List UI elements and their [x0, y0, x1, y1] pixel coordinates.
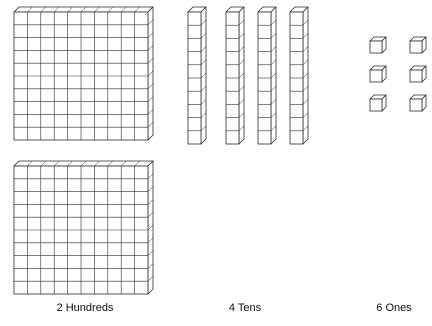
one-cube [410, 95, 426, 111]
hundred-flat [14, 7, 153, 140]
tens-caption: 4 Tens [229, 301, 261, 315]
one-cube [410, 37, 426, 53]
ten-rod [188, 7, 206, 144]
one-cube [370, 37, 386, 53]
hundred-flat [14, 161, 153, 294]
ten-rod [226, 7, 244, 144]
ten-rod [290, 7, 308, 144]
one-cube [410, 66, 426, 82]
ones-group [370, 37, 426, 111]
one-cube [370, 66, 386, 82]
tens-group [188, 7, 308, 144]
one-cube [370, 95, 386, 111]
hundreds-group [14, 7, 153, 294]
ones-caption: 6 Ones [376, 301, 411, 315]
hundreds-caption: 2 Hundreds [57, 301, 114, 315]
ten-rod [258, 7, 276, 144]
